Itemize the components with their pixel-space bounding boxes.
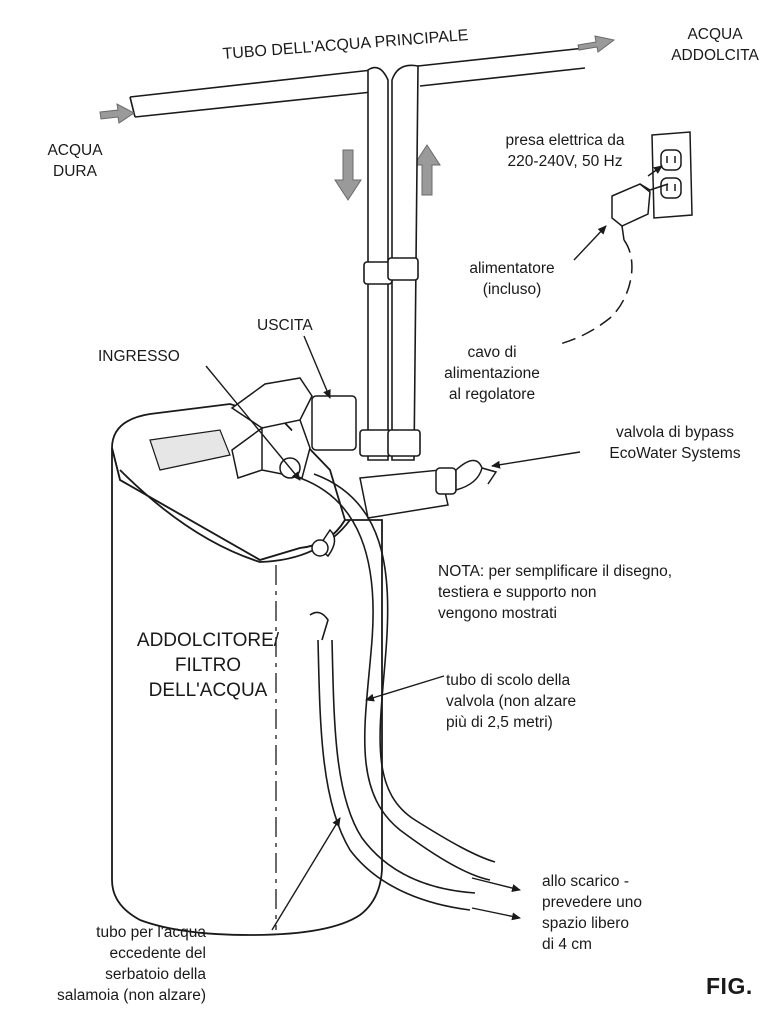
to-drain-label: allo scarico - prevedere uno spazio libe… bbox=[542, 873, 642, 953]
adapter-label: alimentatore (incluso) bbox=[469, 260, 555, 298]
softener-label: ADDOLCITORE/ FILTRO DELL'ACQUA bbox=[136, 630, 280, 701]
wall-outlet bbox=[651, 131, 693, 219]
drain-hoses bbox=[299, 473, 496, 911]
pointer-lines bbox=[205, 165, 663, 931]
flow-arrows bbox=[99, 35, 616, 201]
flow-up-arrow bbox=[413, 144, 441, 196]
hard-water-label: ACQUA DURA bbox=[47, 142, 103, 180]
hard-water-in-arrow bbox=[99, 103, 135, 124]
overflow-hose-label: tubo per l'acqua eccedente del serbatoio… bbox=[56, 924, 206, 1004]
outlet-uscita-label: USCITA bbox=[257, 317, 313, 334]
figure-label: FIG. bbox=[706, 973, 753, 999]
soft-water-out-arrow bbox=[577, 35, 616, 53]
inlet-ingresso-label: INGRESSO bbox=[98, 348, 180, 365]
drain-hose-label: tubo di scolo della valvola (non alzare … bbox=[446, 672, 577, 731]
cable-label: cavo di alimentazione al regolatore bbox=[444, 344, 540, 403]
bypass-valve bbox=[359, 459, 498, 519]
power-adapter bbox=[559, 183, 669, 345]
main-water-pipe bbox=[129, 47, 586, 118]
flow-down-arrow bbox=[334, 149, 362, 201]
control-valve bbox=[230, 377, 357, 558]
note-label: NOTA: per semplificare il disegno, testi… bbox=[438, 563, 673, 622]
outlet-label: presa elettrica da 220-240V, 50 Hz bbox=[505, 132, 625, 170]
riser-pipes bbox=[359, 64, 421, 461]
soft-water-label: ACQUA ADDOLCITA bbox=[671, 26, 759, 64]
bypass-label: valvola di bypass EcoWater Systems bbox=[609, 424, 741, 462]
